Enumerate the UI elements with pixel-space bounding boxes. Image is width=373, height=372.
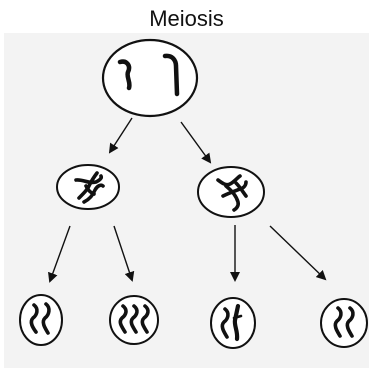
gamete-cell-3 bbox=[211, 298, 255, 348]
arrow-left-right bbox=[114, 226, 132, 280]
parent-cell bbox=[103, 40, 197, 116]
daughter-cell-right bbox=[198, 167, 264, 217]
arrows-first-division bbox=[110, 118, 210, 162]
gamete-cell-2 bbox=[110, 296, 158, 344]
arrow-right-first bbox=[181, 122, 210, 162]
arrow-left-left bbox=[50, 226, 70, 281]
daughter-cell-left bbox=[57, 165, 119, 209]
gamete-cell-1 bbox=[20, 295, 62, 345]
arrow-right-right bbox=[270, 226, 325, 279]
arrow-left-first bbox=[110, 118, 132, 152]
arrows-second-division bbox=[50, 225, 325, 281]
gamete-cell-4 bbox=[321, 299, 367, 347]
